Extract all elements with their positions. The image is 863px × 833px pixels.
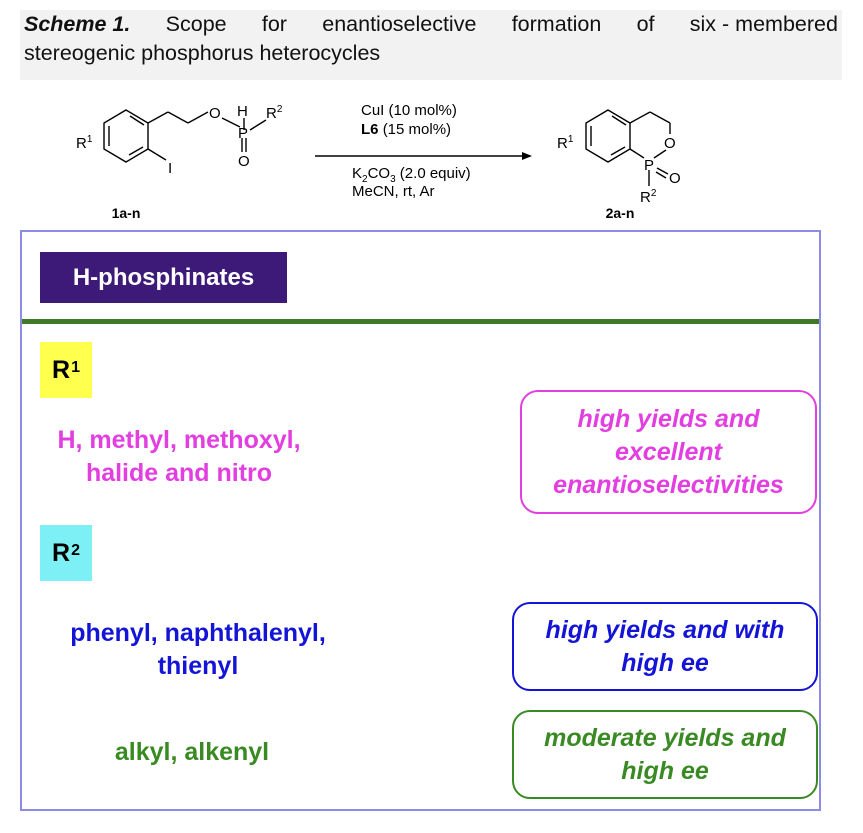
caption-word: enantioselective bbox=[322, 12, 477, 36]
r2-alkyl-result-box: moderate yields and high ee bbox=[512, 710, 818, 799]
caption-word: six - membered bbox=[689, 12, 838, 36]
product-structure bbox=[585, 109, 671, 186]
caption-word: for bbox=[261, 12, 287, 36]
r2-aryl-result-box: high yields and with high ee bbox=[512, 602, 818, 691]
hydrogen-atom-label: H bbox=[237, 103, 248, 120]
caption-line-1: Scheme 1. Scope for enantioselective for… bbox=[24, 10, 838, 39]
result-line: high ee bbox=[621, 648, 709, 677]
base-co: CO bbox=[368, 165, 391, 182]
oxo-atom-label: O bbox=[238, 153, 250, 170]
product-r2-label: R2 bbox=[640, 188, 657, 206]
group-line: phenyl, naphthalenyl, bbox=[70, 619, 326, 647]
caption-word: of bbox=[636, 12, 655, 36]
caption-line-2: stereogenic phosphorus heterocycles bbox=[24, 41, 381, 65]
caption-word: formation bbox=[511, 12, 602, 36]
result-line: high ee bbox=[621, 756, 709, 785]
solvent-text: MeCN, rt, Ar bbox=[352, 183, 435, 200]
r2-badge-sup: 2 bbox=[71, 542, 80, 559]
r2-substituent-label: R2 bbox=[266, 104, 283, 122]
result-line: high yields and with bbox=[545, 615, 785, 644]
product-oxo-label: O bbox=[669, 170, 681, 187]
h-phosphinates-title: H-phosphinates bbox=[40, 252, 287, 303]
r2-badge-letter: R bbox=[52, 538, 71, 567]
substrate-structure bbox=[103, 109, 267, 163]
product-r1-label: R1 bbox=[557, 134, 574, 152]
oxygen-atom-label: O bbox=[209, 105, 221, 122]
r1-result-box: high yields and excellent enantioselecti… bbox=[520, 390, 817, 514]
caption-word: Scope bbox=[165, 12, 227, 36]
product-oxygen-label: O bbox=[664, 135, 676, 152]
reaction-scheme: R1 I O H P R2 O 1a-n CuI (10 mol%) L6 (1… bbox=[60, 88, 820, 228]
result-line: high yields and bbox=[577, 404, 760, 433]
caption-label: Scheme 1. bbox=[24, 12, 131, 36]
base-sub-2: 2 bbox=[362, 174, 368, 185]
phosphorus-atom-label: P bbox=[238, 125, 248, 142]
panel-divider bbox=[22, 319, 819, 324]
product-label: 2a-n bbox=[606, 205, 635, 221]
ligand-name: L6 bbox=[361, 121, 379, 138]
result-line: moderate yields and bbox=[544, 723, 786, 752]
scheme-caption: Scheme 1. Scope for enantioselective for… bbox=[20, 10, 842, 80]
r1-substituent-label: R1 bbox=[76, 134, 93, 152]
substrate-label: 1a-n bbox=[112, 205, 141, 221]
group-line: thienyl bbox=[157, 652, 239, 680]
r1-badge-letter: R bbox=[52, 355, 71, 384]
r2-aryl-group: phenyl, naphthalenyl, thienyl bbox=[28, 617, 368, 683]
base-equiv: (2.0 equiv) bbox=[396, 165, 471, 182]
r2-alkyl-group: alkyl, alkenyl bbox=[82, 736, 302, 769]
r1-badge-sup: 1 bbox=[71, 359, 80, 376]
r1-substituent-group: H, methyl, methoxyl, halide and nitro bbox=[28, 424, 330, 490]
base-text: K2CO3 (2.0 equiv) bbox=[352, 165, 471, 185]
result-line: excellent bbox=[614, 437, 722, 466]
base-sub-3: 3 bbox=[390, 174, 396, 185]
base-k: K bbox=[352, 165, 362, 182]
product-phosphorus-label: P bbox=[644, 157, 654, 174]
result-line: enantioselectivities bbox=[553, 470, 784, 499]
reaction-arrowhead bbox=[522, 152, 532, 160]
group-line: alkyl, alkenyl bbox=[114, 738, 270, 766]
ligand-amount: (15 mol%) bbox=[383, 121, 451, 138]
group-line: H, methyl, methoxyl, bbox=[57, 426, 301, 454]
ligand-text: L6 (15 mol%) bbox=[361, 121, 451, 138]
reaction-scheme-drawing: R1 I O H P R2 O 1a-n CuI (10 mol%) L6 (1… bbox=[76, 102, 681, 221]
group-line: halide and nitro bbox=[85, 459, 273, 487]
iodo-atom-label: I bbox=[168, 160, 172, 177]
catalyst-text: CuI (10 mol%) bbox=[361, 102, 457, 119]
